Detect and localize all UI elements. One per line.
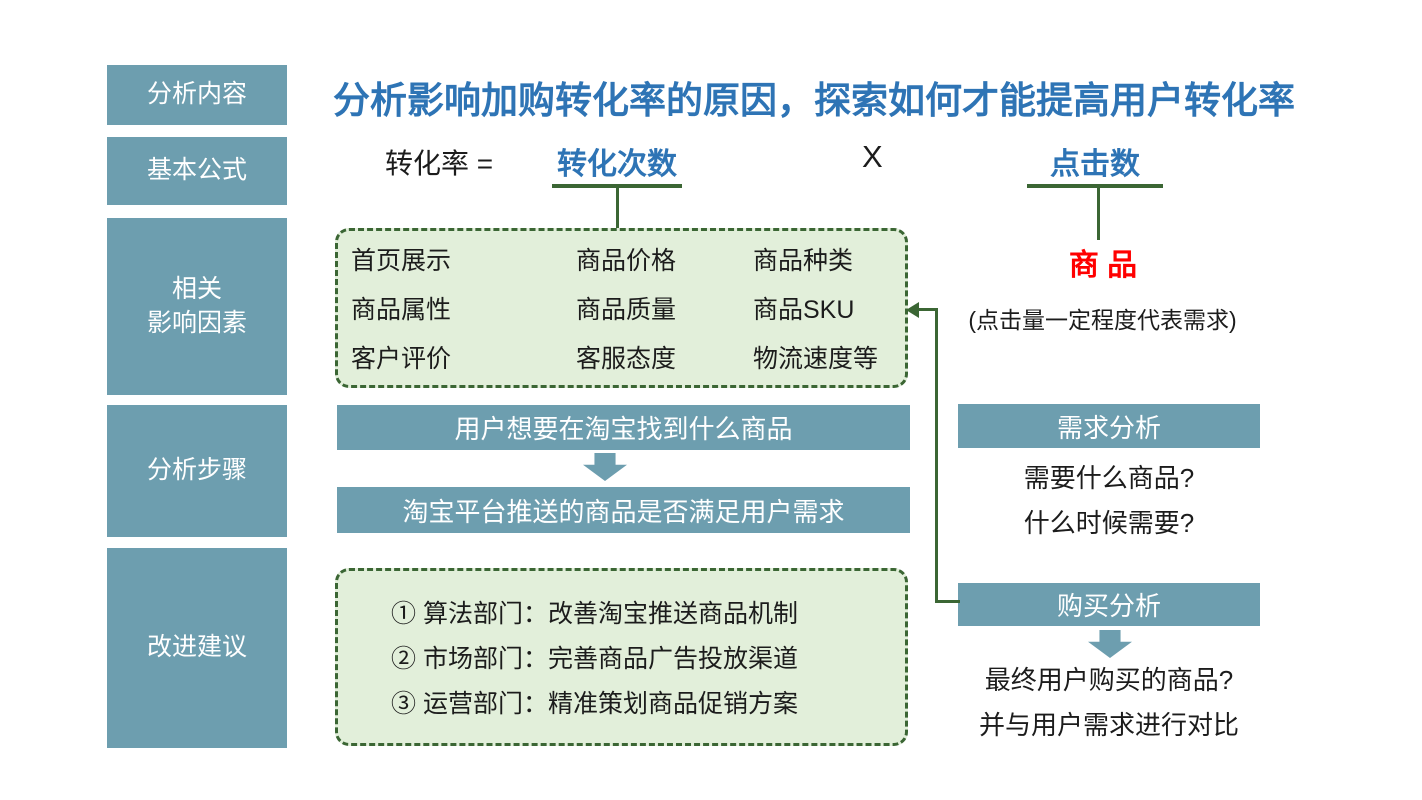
factor-item: 商品属性 [351, 295, 452, 324]
numerator-connector-line [616, 188, 619, 228]
down-arrow-icon [583, 453, 627, 481]
step-bar-user-intent: 用户想要在淘宝找到什么商品 [337, 405, 910, 450]
numerator-underline [552, 184, 682, 188]
factor-item: 首页展示 [351, 247, 452, 276]
suggestions-box: ① 算法部门：改善淘宝推送商品机制 ② 市场部门：完善商品广告投放渠道 ③ 运营… [335, 568, 908, 746]
factors-box: 首页展示 商品价格 商品种类 商品属性 商品质量 商品SKU 客户评价 客服态度… [335, 228, 908, 388]
factor-item: 商品SKU [753, 295, 855, 324]
connector-line-top [917, 308, 938, 311]
factor-item: 商品质量 [576, 295, 677, 324]
sidebar-item-analysis-steps: 分析步骤 [107, 405, 287, 537]
formula-numerator: 转化次数 [557, 148, 677, 181]
connector-line-vertical [935, 308, 938, 603]
denominator-underline [1027, 184, 1163, 188]
sidebar-item-basic-formula: 基本公式 [107, 137, 287, 205]
factor-item: 商品种类 [753, 247, 854, 276]
factor-item: 物流速度等 [753, 344, 879, 373]
sidebar-item-analysis-content: 分析内容 [107, 65, 287, 125]
step-bar-platform-match: 淘宝平台推送的商品是否满足用户需求 [337, 487, 910, 533]
sidebar-item-improvement-suggestions: 改进建议 [107, 548, 287, 748]
demand-analysis-header: 需求分析 [958, 404, 1260, 448]
suggestion-item: ② 市场部门：完善商品广告投放渠道 [391, 644, 798, 673]
sidebar-item-related-factors: 相关 影响因素 [107, 218, 287, 395]
factor-item: 客服态度 [576, 344, 677, 373]
connector-arrowhead-icon [906, 302, 919, 318]
formula-lhs: 转化率 = [385, 148, 494, 179]
connector-line-bottom [935, 600, 960, 603]
down-arrow-icon [1088, 630, 1132, 658]
denominator-connector-line [1097, 188, 1100, 240]
factor-item: 商品价格 [576, 247, 677, 276]
formula-denominator: 点击数 [1050, 148, 1140, 181]
purchase-line-1: 最终用户购买的商品? [984, 665, 1234, 695]
suggestion-item: ③ 运营部门：精准策划商品促销方案 [391, 690, 798, 719]
product-label: 商 品 [1068, 249, 1138, 282]
clicks-note: (点击量一定程度代表需求) [968, 307, 1237, 333]
page-title: 分析影响加购转化率的原因，探索如何才能提高用户转化率 [333, 80, 1295, 121]
demand-question-2: 什么时候需要? [1023, 508, 1195, 538]
demand-question-1: 需要什么商品? [1023, 463, 1195, 493]
suggestion-item: ① 算法部门：改善淘宝推送商品机制 [391, 599, 798, 628]
purchase-line-2: 并与用户需求进行对比 [978, 710, 1239, 740]
factor-item: 客户评价 [351, 344, 452, 373]
purchase-analysis-header: 购买分析 [958, 583, 1260, 626]
formula-operator: X [862, 139, 883, 174]
